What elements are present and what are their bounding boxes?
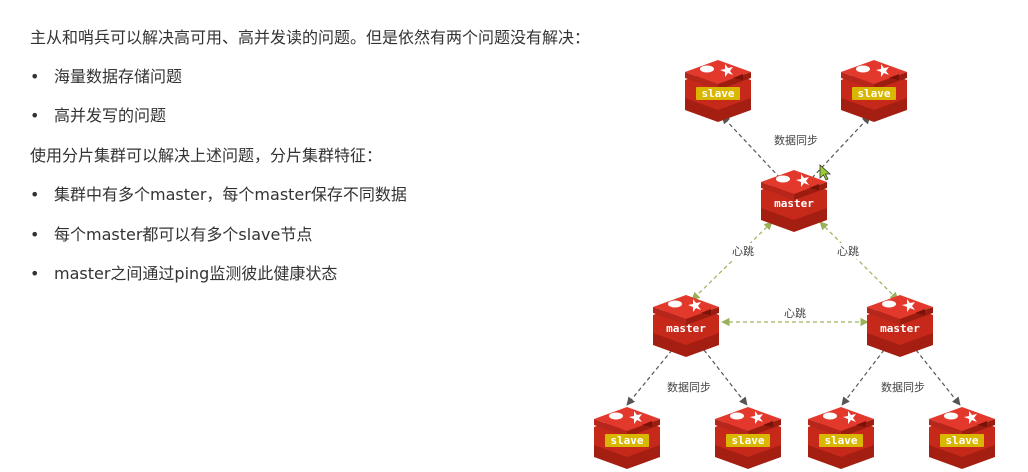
sync-arrow (721, 115, 781, 179)
edge-label-heartbeat-middle: 心跳 (784, 306, 806, 320)
node-label: master (774, 197, 814, 210)
intro-text: 主从和哨兵可以解决高可用、高并发读的问题。但是依然有两个问题没有解决： (30, 28, 591, 47)
edge-label-heartbeat-left: 心跳 (732, 244, 754, 258)
edge-label-heartbeat-right: 心跳 (837, 244, 859, 258)
redis-master-node: master (653, 295, 719, 357)
redis-master-node: master (867, 295, 933, 357)
node-label: master (880, 322, 920, 335)
problem-text: 高并发写的问题 (54, 106, 167, 125)
node-label: master (666, 322, 706, 335)
redis-slave-node: slave (685, 60, 751, 122)
bullet-icon: • (30, 225, 40, 244)
feature-text: 集群中有多个master，每个master保存不同数据 (54, 185, 407, 204)
sync-arrow (703, 349, 748, 406)
sharding-intro-text: 使用分片集群可以解决上述问题，分片集群特征： (30, 146, 383, 165)
heartbeat-edges (691, 221, 899, 327)
edge-label-right-sync: 数据同步 (881, 380, 925, 394)
edge-label-top-sync: 数据同步 (774, 133, 818, 147)
bullet-icon: • (30, 185, 40, 204)
sync-arrow (626, 349, 673, 406)
node-label: slave (731, 434, 764, 447)
redis-slave-node: slave (841, 60, 907, 122)
left-sync-edges (626, 349, 748, 406)
sync-arrow (915, 349, 961, 406)
bullet-icon: • (30, 106, 40, 125)
text-column: 主从和哨兵可以解决高可用、高并发读的问题。但是依然有两个问题没有解决： • 海量… (30, 28, 591, 283)
bullet-icon: • (30, 67, 40, 86)
redis-slave-node: slave (594, 407, 660, 469)
sync-arrow (841, 349, 885, 406)
feature-text: master之间通过ping监测彼此健康状态 (54, 264, 338, 283)
heartbeat-arrow (691, 221, 773, 301)
bullet-icon: • (30, 264, 40, 283)
redis-master-node: master (761, 170, 827, 232)
node-label: slave (824, 434, 857, 447)
node-label: slave (701, 87, 734, 100)
feature-text: 每个master都可以有多个slave节点 (54, 225, 313, 244)
redis-slave-node: slave (715, 407, 781, 469)
redis-slave-node: slave (808, 407, 874, 469)
node-label: slave (857, 87, 890, 100)
problem-text: 海量数据存储问题 (54, 67, 183, 86)
redis-slave-node: slave (929, 407, 995, 469)
heartbeat-arrow (819, 221, 899, 301)
node-label: slave (610, 434, 643, 447)
right-sync-edges (841, 349, 961, 406)
edge-label-left-sync: 数据同步 (667, 380, 711, 394)
node-label: slave (945, 434, 978, 447)
